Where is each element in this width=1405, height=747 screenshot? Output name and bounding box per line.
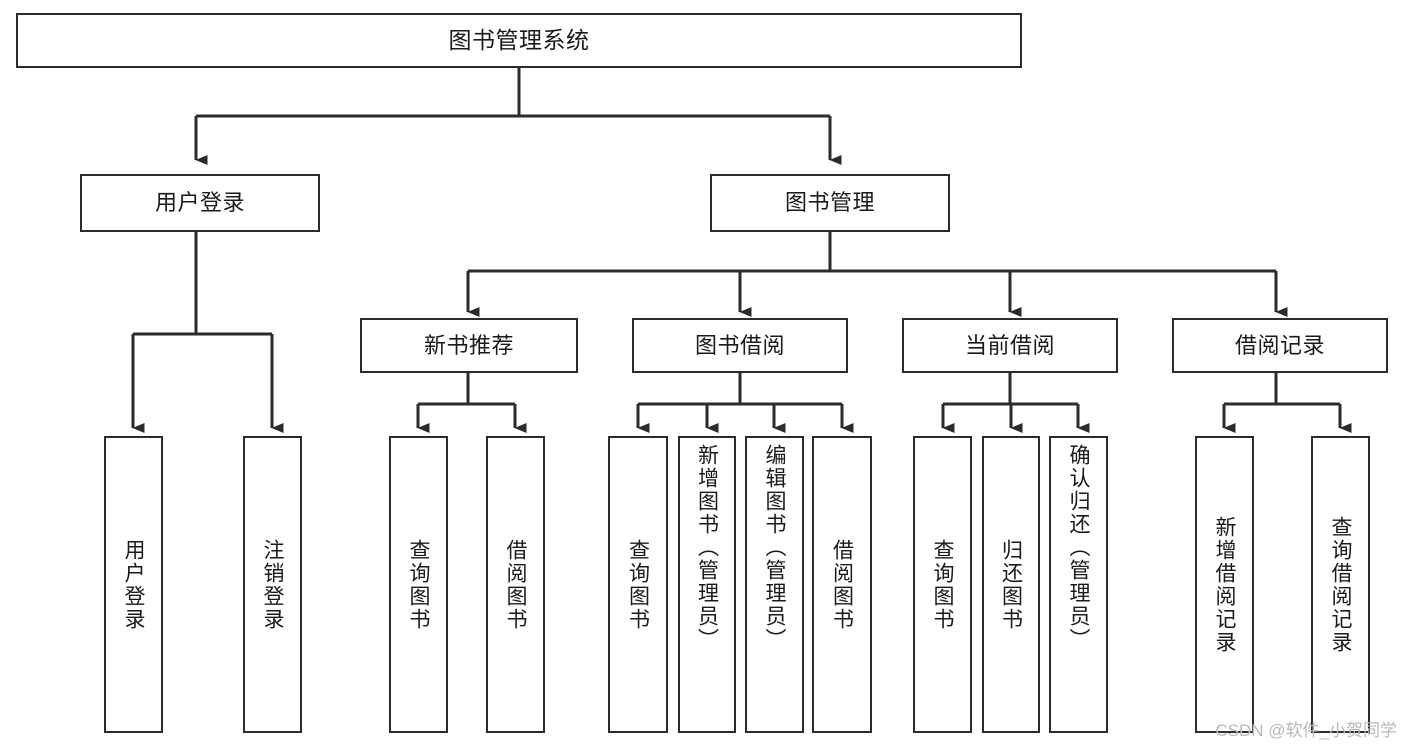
node-borrow-record[interactable]: 借阅记录 <box>1172 318 1388 373</box>
leaf-borrow-record-query[interactable]: 查询借阅记录 <box>1311 436 1370 733</box>
leaf-current-borrow-confirm[interactable]: 确认归还（管理员） <box>1049 436 1108 733</box>
leaf-new-book-query[interactable]: 查询图书 <box>389 436 448 733</box>
node-new-book-recommend[interactable]: 新书推荐 <box>360 318 578 373</box>
node-new-book-recommend-label: 新书推荐 <box>423 332 514 358</box>
leaf-new-book-query-label: 查询图书 <box>407 538 430 631</box>
leaf-current-borrow-confirm-label: 确认归还（管理员） <box>1067 444 1090 651</box>
leaf-borrow-record-add-label: 新增借阅记录 <box>1213 515 1236 654</box>
leaf-user-login-login[interactable]: 用户登录 <box>104 436 163 733</box>
leaf-current-borrow-query[interactable]: 查询图书 <box>913 436 972 733</box>
leaf-book-borrow-add[interactable]: 新增图书（管理员） <box>678 436 736 733</box>
leaf-book-borrow-borrow[interactable]: 借阅图书 <box>812 436 872 733</box>
node-root-system[interactable]: 图书管理系统 <box>16 13 1022 68</box>
node-book-borrow[interactable]: 图书借阅 <box>632 318 848 373</box>
leaf-current-borrow-return[interactable]: 归还图书 <box>982 436 1040 733</box>
csdn-watermark: CSDN @软件_小贺同学 <box>1215 721 1397 740</box>
leaf-borrow-record-query-label: 查询借阅记录 <box>1329 515 1352 654</box>
leaf-book-borrow-add-label: 新增图书（管理员） <box>695 444 719 651</box>
leaf-user-login-logout-label: 注销登录 <box>261 538 284 631</box>
leaf-book-borrow-edit-label: 编辑图书（管理员） <box>763 444 786 651</box>
leaf-book-borrow-borrow-label: 借阅图书 <box>830 538 854 631</box>
leaf-book-borrow-query[interactable]: 查询图书 <box>608 436 668 733</box>
leaf-user-login-login-label: 用户登录 <box>122 538 145 631</box>
node-user-login-label: 用户登录 <box>154 190 245 216</box>
node-root-system-label: 图书管理系统 <box>448 26 590 53</box>
node-book-borrow-label: 图书借阅 <box>694 332 785 358</box>
node-current-borrow-label: 当前借阅 <box>964 332 1055 358</box>
node-book-management-label: 图书管理 <box>784 190 875 216</box>
leaf-new-book-borrow-label: 借阅图书 <box>504 538 527 631</box>
leaf-new-book-borrow[interactable]: 借阅图书 <box>486 436 545 733</box>
leaf-current-borrow-return-label: 归还图书 <box>999 538 1023 631</box>
leaf-book-borrow-query-label: 查询图书 <box>626 538 650 631</box>
leaf-borrow-record-add[interactable]: 新增借阅记录 <box>1195 436 1254 733</box>
node-borrow-record-label: 借阅记录 <box>1234 332 1325 358</box>
leaf-book-borrow-edit[interactable]: 编辑图书（管理员） <box>745 436 804 733</box>
leaf-current-borrow-query-label: 查询图书 <box>931 538 954 631</box>
node-current-borrow[interactable]: 当前借阅 <box>902 318 1118 373</box>
leaf-user-login-logout[interactable]: 注销登录 <box>243 436 302 733</box>
node-user-login[interactable]: 用户登录 <box>80 174 320 232</box>
node-book-management[interactable]: 图书管理 <box>710 174 950 232</box>
